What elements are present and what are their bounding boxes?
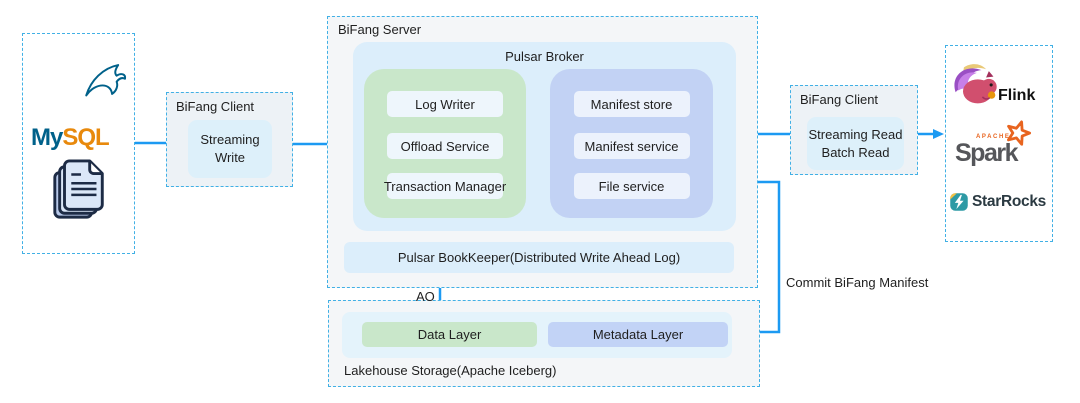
starrocks-icon — [950, 193, 968, 211]
streaming-write-line2: Write — [214, 150, 246, 165]
manifest-services-group: Manifest store Manifest service File ser… — [550, 69, 713, 218]
documents-icon — [53, 159, 104, 219]
pill-manifest-service: Manifest service — [573, 133, 690, 159]
data-layer: Data Layer — [362, 322, 537, 347]
pill-transaction-manager: Transaction Manager — [384, 173, 506, 199]
mysql-logo: MySQL — [31, 62, 129, 154]
flink-squirrel-icon — [954, 64, 997, 104]
source-box: MySQL — [22, 33, 135, 254]
pulsar-broker-box: Pulsar Broker Log Writer Offload Service… — [353, 42, 736, 231]
engines-box: Flink APACHE Spark StarRocks — [945, 45, 1053, 242]
flink-label: Flink — [998, 87, 1036, 104]
spark-wordmark: Spark — [955, 139, 1018, 167]
streaming-write-chip: Streaming Write — [188, 120, 272, 178]
pill-log-writer: Log Writer — [387, 91, 503, 117]
pulsar-broker-title: Pulsar Broker — [505, 49, 584, 64]
lakehouse-title: Lakehouse Storage(Apache Iceberg) — [344, 363, 557, 378]
starrocks-logo: StarRocks — [946, 191, 1054, 215]
streaming-write-line1: Streaming — [200, 132, 260, 148]
mysql-dolphin-icon — [85, 64, 127, 97]
flink-logo: Flink — [946, 61, 1054, 109]
pill-offload-service: Offload Service — [387, 133, 503, 159]
commit-manifest-edge-label: Commit BiFang Manifest — [786, 275, 929, 290]
spark-apache-label: APACHE — [976, 134, 1011, 140]
bifang-client-right-title: BiFang Client — [800, 92, 879, 107]
mysql-wordmark: MySQL — [31, 124, 110, 152]
streaming-read-line1: Streaming Read — [808, 126, 903, 142]
bifang-server-title: BiFang Server — [338, 22, 422, 37]
write-services-group: Log Writer Offload Service Transaction M… — [364, 69, 526, 218]
bifang-client-right-box: BiFang Client Streaming Read Batch Read — [790, 85, 918, 175]
ao-edge-label: AO — [416, 289, 435, 304]
pill-manifest-store: Manifest store — [573, 91, 690, 117]
streaming-read-chip: Streaming Read Batch Read — [807, 117, 904, 170]
pill-file-service: File service — [573, 173, 690, 199]
mysql-wordmark-sql: SQL — [62, 124, 109, 151]
mysql-wordmark-my: My — [31, 124, 63, 151]
lakehouse-box: Data Layer Metadata Layer Lakehouse Stor… — [328, 300, 760, 387]
starrocks-label: StarRocks — [972, 193, 1046, 210]
spark-star-icon — [1006, 120, 1032, 146]
lakehouse-inner-container: Data Layer Metadata Layer — [342, 312, 732, 358]
metadata-layer: Metadata Layer — [548, 322, 728, 347]
spark-logo: APACHE Spark — [946, 120, 1054, 167]
bifang-client-left-box: BiFang Client Streaming Write — [166, 92, 293, 187]
bookkeeper-bar: Pulsar BookKeeper(Distributed Write Ahea… — [344, 242, 734, 273]
bifang-server-box: BiFang Server Pulsar Broker Log Writer O… — [327, 16, 758, 288]
bifang-client-left-title: BiFang Client — [176, 99, 255, 114]
streaming-read-line2: Batch Read — [821, 144, 890, 160]
